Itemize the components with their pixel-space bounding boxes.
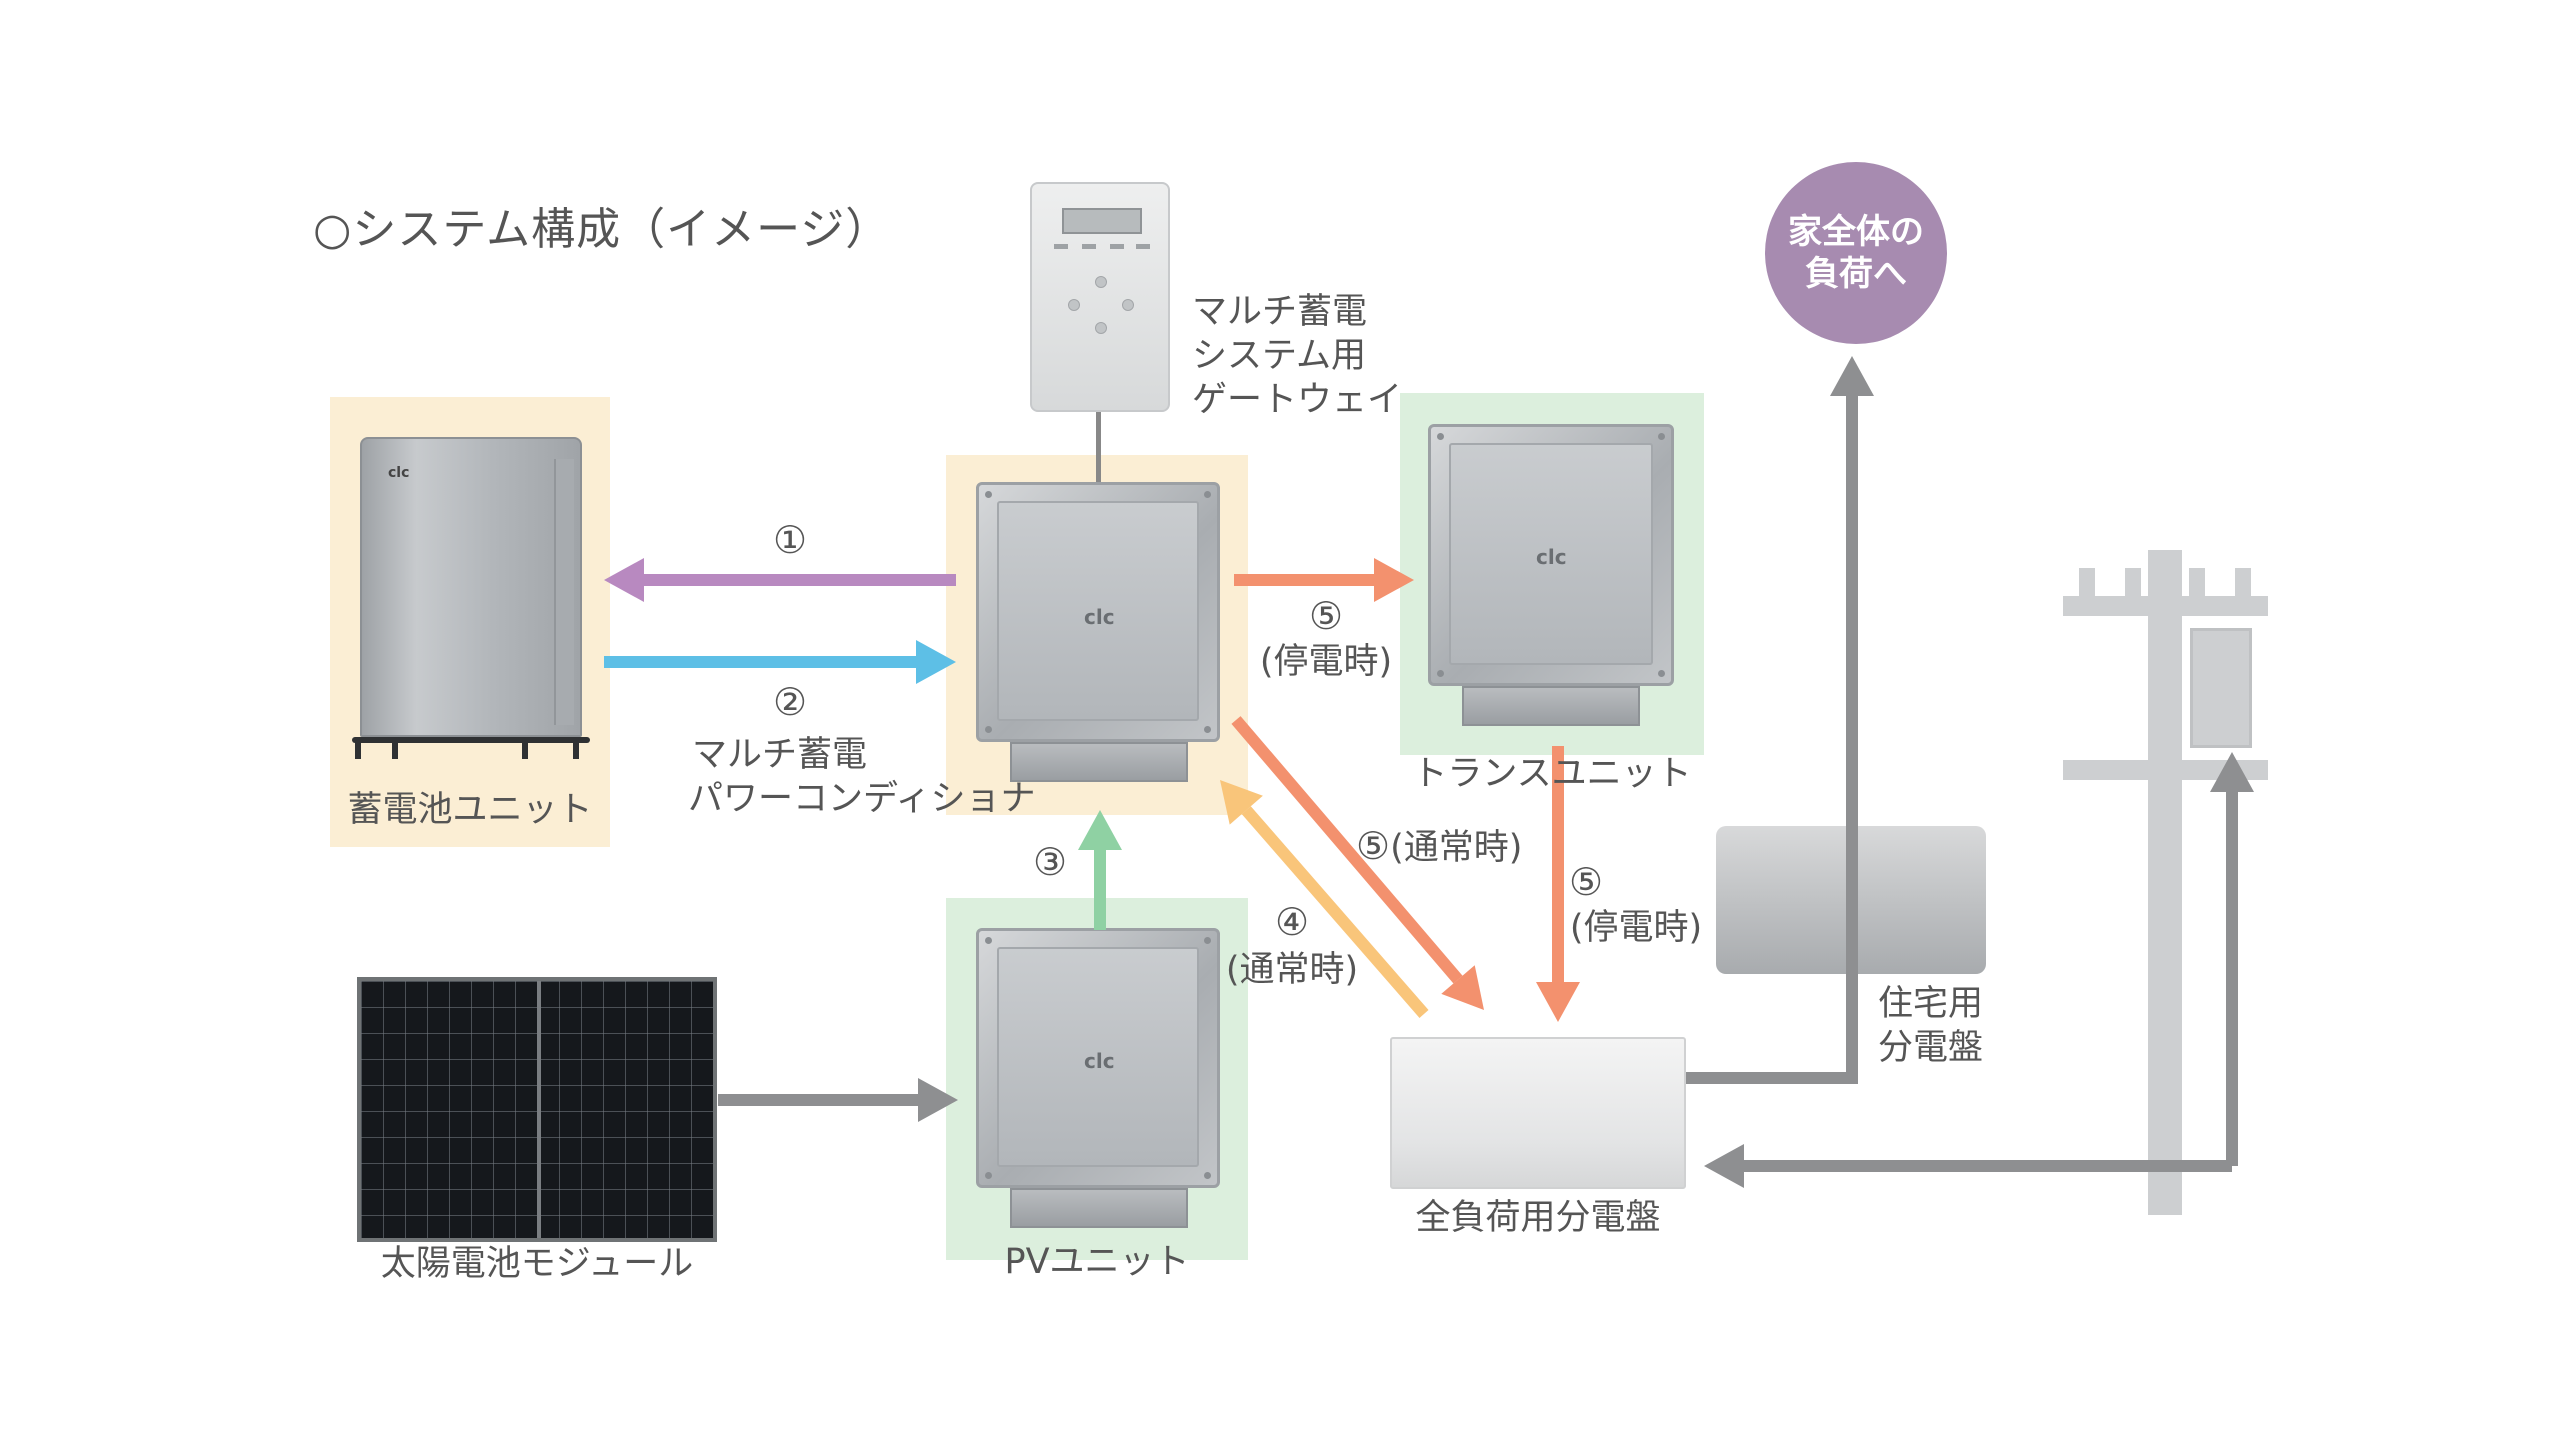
unit-logo: clc <box>1536 545 1567 569</box>
residential-panel-label: 住宅用 分電盤 <box>1878 984 1984 1068</box>
flow-4-note: (通常時) <box>1225 950 1359 990</box>
load-circle-line-1: 家全体の <box>1788 212 1924 252</box>
whole-house-load-circle: 家全体の 負荷へ <box>1765 162 1947 344</box>
flow-5a-arrow <box>1234 558 1414 602</box>
gateway-display <box>1062 208 1142 234</box>
flow-5b-label: ⑤(通常時) <box>1356 824 1522 870</box>
full-load-panel-label: 全負荷用分電盤 <box>1415 1198 1661 1238</box>
gateway-left-button-icon <box>1068 299 1080 311</box>
unit-logo: clc <box>388 465 410 481</box>
utility-pole-shaft <box>2148 550 2182 1215</box>
flow-1-arrow <box>604 558 956 602</box>
flow-4-number: ④ <box>1274 900 1310 944</box>
gateway-label: マルチ蓄電 システム用 ゲートウェイ <box>1192 292 1403 420</box>
pv-unit-label: PVユニット <box>1004 1242 1190 1282</box>
grid-to-panel-feed-arrow <box>1704 1144 2232 1188</box>
trans-unit-base <box>1462 686 1640 726</box>
flow-5a-note: (停電時) <box>1259 642 1393 682</box>
flow-4-arrow <box>1220 780 1429 1018</box>
gateway-cable <box>1096 412 1101 482</box>
gateway-device <box>1030 182 1170 412</box>
unit-logo: clc <box>1084 1049 1115 1073</box>
load-circle-line-2: 負荷へ <box>1805 254 1907 294</box>
solar-to-pv-arrow <box>718 1078 958 1122</box>
pv-unit: clc <box>976 928 1220 1188</box>
flow-1-number: ① <box>772 518 808 562</box>
battery-leg-bar <box>352 737 590 743</box>
trans-unit: clc <box>1428 424 1674 686</box>
utility-pole-top-pins <box>2063 568 2268 598</box>
flow-5c-arrow <box>1536 746 1580 1022</box>
grid-up-arrow <box>2210 752 2254 1166</box>
page-title: ○システム構成（イメージ） <box>313 204 891 255</box>
panel-to-load-arrow <box>1686 356 1874 1084</box>
power-conditioner-base <box>1010 742 1188 782</box>
utility-pole-crossarm <box>2063 760 2268 780</box>
battery-unit-device: clc <box>360 437 582 737</box>
gateway-up-button-icon <box>1095 276 1107 288</box>
unit-logo: clc <box>1084 605 1115 629</box>
flow-2-arrow <box>604 640 956 684</box>
flow-5c-number: ⑤ <box>1568 860 1604 904</box>
flow-2-number: ② <box>772 680 808 724</box>
gateway-down-button-icon <box>1095 322 1107 334</box>
gateway-right-button-icon <box>1122 299 1134 311</box>
battery-unit-label: 蓄電池ユニット <box>347 790 593 830</box>
flow-3-number: ③ <box>1032 840 1068 884</box>
flow-5b-arrow <box>1231 716 1484 1010</box>
solar-module-panel <box>357 977 717 1242</box>
flow-5b-number: ⑤ <box>1356 824 1391 868</box>
trans-unit-label: トランスユニット <box>1412 754 1692 794</box>
full-load-distribution-panel <box>1390 1037 1686 1189</box>
flow-5b-note: (通常時) <box>1390 828 1523 868</box>
power-conditioner-label: マルチ蓄電 パワーコンディショナ <box>688 735 1036 819</box>
solar-module-label: 太陽電池モジュール <box>380 1244 694 1284</box>
pole-transformer <box>2190 628 2252 748</box>
flow-5c-note: (停電時) <box>1569 908 1703 948</box>
power-conditioner-unit: clc <box>976 482 1220 742</box>
flow-3-arrow <box>1078 810 1122 930</box>
flow-5a-number: ⑤ <box>1308 594 1344 638</box>
pv-unit-base <box>1010 1188 1188 1228</box>
